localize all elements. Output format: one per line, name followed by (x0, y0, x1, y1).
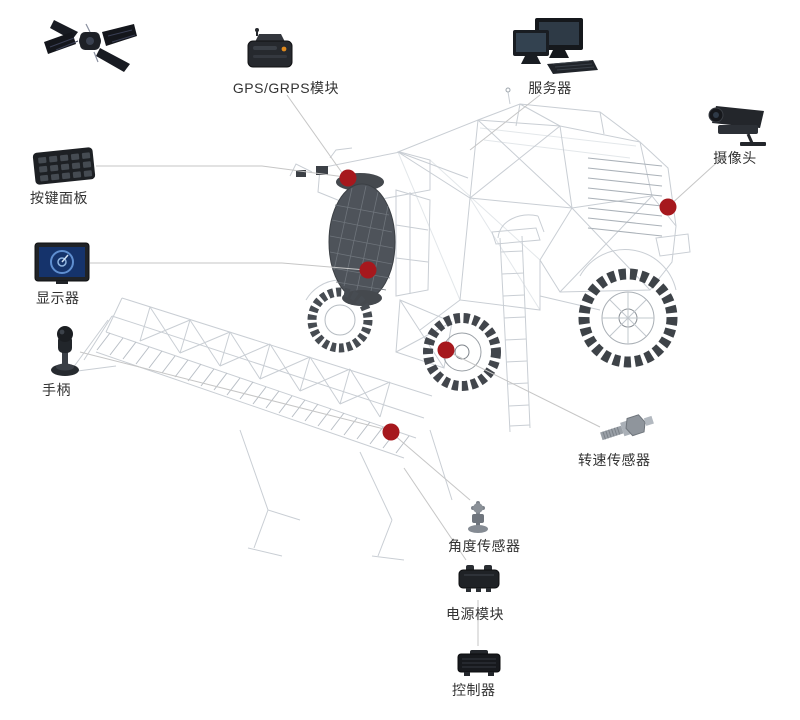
header-reel-tines (96, 332, 410, 454)
connector-lines (79, 94, 725, 646)
server-icon (513, 18, 598, 74)
camera-icon (708, 106, 766, 146)
node-controller (456, 648, 502, 678)
marker-engine-top (339, 169, 357, 187)
sensor-markers (339, 169, 677, 441)
server-label: 服务器 (528, 80, 572, 96)
marker-front-elevator (359, 261, 377, 279)
node-handle (45, 326, 85, 378)
node-camera (700, 103, 770, 149)
node-controller-label: 控制器 (452, 682, 512, 699)
node-display (33, 241, 91, 287)
display-label: 显示器 (36, 290, 80, 306)
node-speed-sensor (596, 410, 658, 446)
controller-label: 控制器 (452, 682, 496, 698)
speed-sensor-icon (600, 414, 654, 441)
keypad-label: 按键面板 (30, 190, 88, 206)
gps-module-label: GPS/GRPS模块 (232, 80, 340, 96)
node-server (505, 16, 599, 76)
marker-rear-right (659, 198, 677, 216)
node-keypad-label: 按键面板 (30, 190, 110, 207)
node-speed-sensor-label: 转速传感器 (578, 452, 668, 469)
angle-sensor-icon (468, 501, 488, 533)
node-angle-sensor (460, 500, 496, 534)
marker-front-wheel (437, 341, 455, 359)
handle-label: 手柄 (42, 382, 71, 398)
rear-vent-slats (587, 157, 663, 237)
node-camera-label: 摄像头 (702, 150, 768, 167)
node-display-label: 显示器 (36, 290, 106, 307)
marker-header-feeder (382, 423, 400, 441)
node-power-module-label: 电源模块 (446, 606, 518, 623)
keypad-icon (32, 147, 96, 185)
power-module-icon (458, 565, 500, 592)
wheels (307, 268, 678, 391)
node-angle-sensor-label: 角度传感器 (448, 538, 538, 555)
node-gps-module-label: GPS/GRPS模块 (226, 80, 346, 97)
node-satellite (42, 12, 138, 76)
display-icon (34, 242, 90, 284)
front-elevator-tower (296, 166, 396, 306)
controller-icon (457, 650, 501, 676)
node-gps-module (243, 28, 297, 72)
gps-module-icon (247, 28, 293, 68)
camera-label: 摄像头 (713, 150, 757, 166)
handle-icon (51, 326, 79, 376)
node-server-label: 服务器 (508, 80, 592, 97)
angle-sensor-label: 角度传感器 (448, 538, 521, 554)
body-wireframe (69, 87, 691, 561)
node-keypad (32, 145, 96, 187)
node-handle-label: 手柄 (42, 382, 102, 399)
speed-sensor-label: 转速传感器 (578, 452, 651, 468)
satellite-icon (44, 20, 137, 72)
power-module-label: 电源模块 (446, 606, 504, 622)
node-power-module (456, 562, 502, 594)
